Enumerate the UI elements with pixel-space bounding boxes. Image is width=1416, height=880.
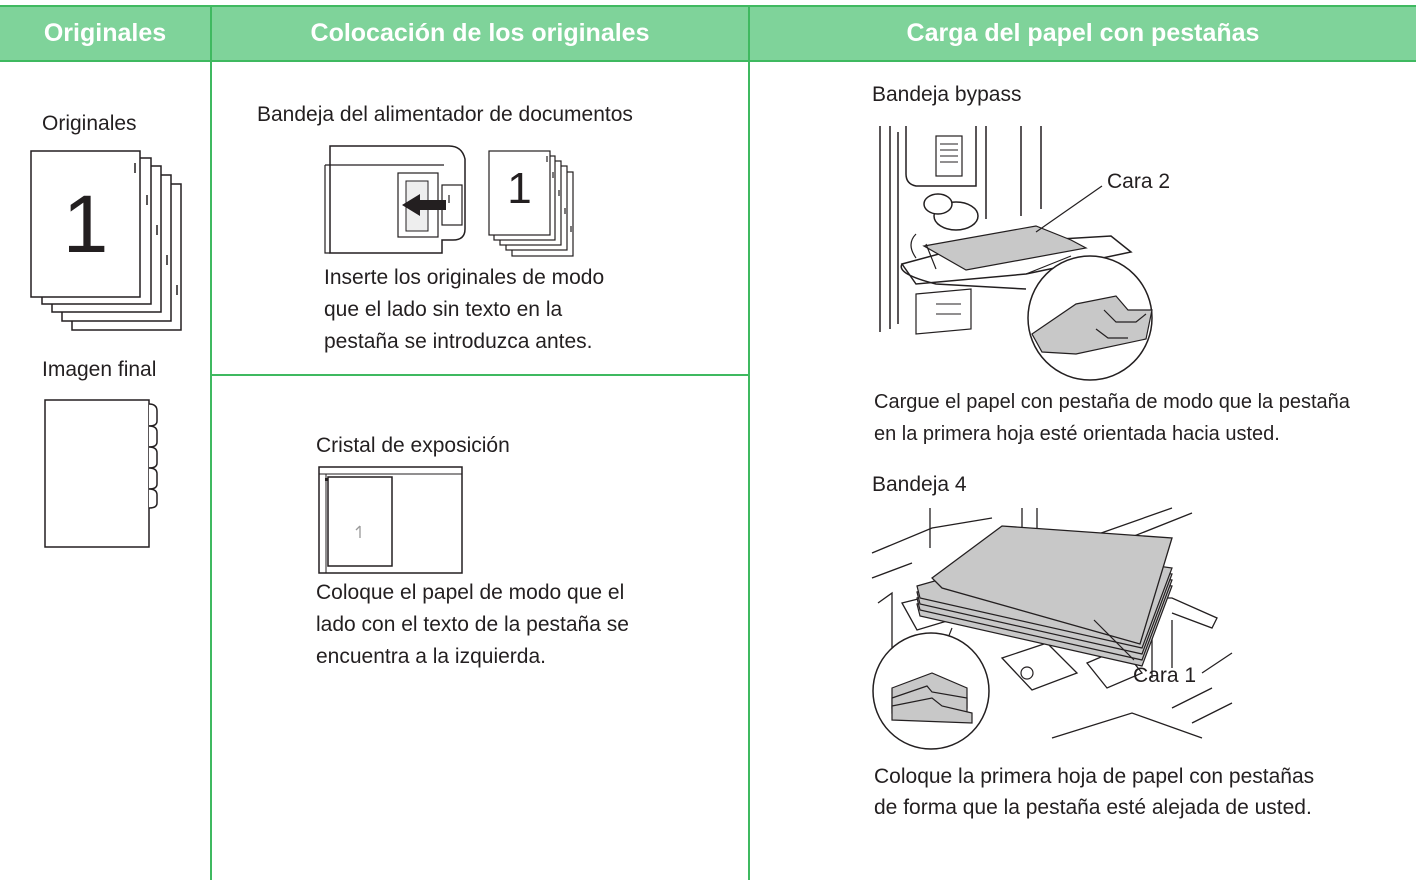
header-originals: Originales: [0, 7, 210, 60]
glass-desc-line-1: Coloque el papel de modo que el: [316, 581, 625, 604]
feeder-desc-line-2: que el lado sin texto en la: [324, 298, 563, 321]
exposure-glass-illustration: [318, 466, 463, 574]
bypass-desc-line-1: Cargue el papel con pestaña de modo que …: [874, 391, 1350, 413]
feeder-desc-line-3: pestaña se introduzca antes.: [324, 330, 593, 353]
bypass-title: Bandeja bypass: [872, 83, 1022, 106]
bypass-desc-line-2: en la primera hoja esté orientada hacia …: [874, 423, 1280, 445]
placement-row-divider: [212, 374, 748, 376]
column-divider-2: [748, 5, 750, 880]
final-image-label: Imagen final: [42, 358, 157, 381]
bypass-side-label: Cara 2: [1107, 170, 1171, 193]
final-image-illustration: [44, 399, 158, 548]
original-stack-illustration: [30, 150, 182, 331]
glass-desc-line-2: lado con el texto de la pestaña se: [316, 613, 629, 636]
feeder-sheet-number: 1: [507, 164, 532, 213]
feeder-desc-line-1: Inserte los originales de modo: [324, 266, 605, 289]
tray4-desc-line-1: Coloque la primera hoja de papel con pes…: [874, 765, 1315, 788]
feeder-stack-illustration: [488, 150, 574, 257]
header-divider: [0, 60, 1416, 62]
tray4-side-label: Cara 1: [1133, 664, 1197, 687]
top-border: [0, 5, 1416, 7]
originals-label: Originales: [42, 112, 137, 135]
column-divider-1: [210, 5, 212, 880]
header-placement: Colocación de los originales: [212, 7, 748, 60]
glass-desc-line-3: encuentra a la izquierda.: [316, 645, 546, 668]
document-feeder-illustration: [324, 145, 466, 254]
tray4-title: Bandeja 4: [872, 473, 967, 496]
tray4-desc-line-2: de forma que la pestaña esté alejada de …: [874, 796, 1312, 819]
original-sheet-number: 1: [62, 179, 109, 270]
bypass-tray-illustration: [879, 126, 1153, 381]
glass-title: Cristal de exposición: [316, 434, 510, 457]
tray4-illustration: [871, 507, 1233, 750]
feeder-title: Bandeja del alimentador de documentos: [257, 103, 633, 126]
header-loading: Carga del papel con pestañas: [750, 7, 1416, 60]
